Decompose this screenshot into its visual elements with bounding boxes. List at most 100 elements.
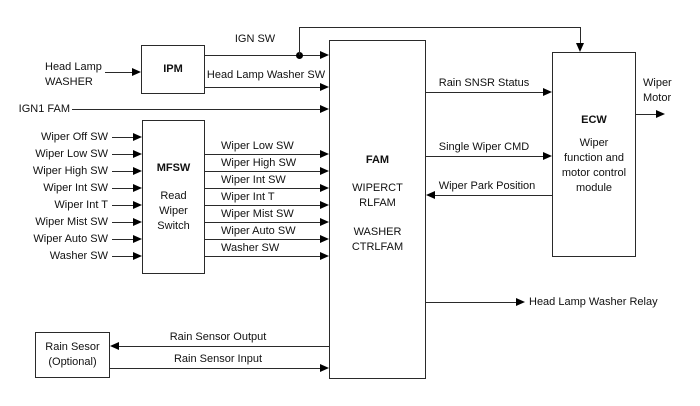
head-lamp-washer-line	[105, 72, 133, 73]
rain-sensor-line: (Optional)	[48, 356, 97, 368]
mfsw-input-label: Wiper Mist SW	[35, 216, 108, 228]
mfsw-output-label: Wiper Int SW	[221, 174, 286, 186]
mfsw-output-label: Wiper Auto SW	[221, 225, 296, 237]
head-lamp-washer-relay-label: Head Lamp Washer Relay	[529, 296, 658, 308]
mfsw-input-label: Wiper Int T	[54, 199, 108, 211]
arrow-down-icon	[576, 43, 584, 52]
arrow-right-icon	[133, 167, 142, 175]
arrow-right-icon	[543, 88, 552, 96]
ign1-fam-line	[72, 109, 320, 110]
arrow-right-icon	[320, 235, 329, 243]
ecw-desc-line: motor control	[561, 167, 627, 179]
fam-sub-line: RLFAM	[359, 197, 396, 209]
arrow-right-icon	[320, 51, 329, 59]
mfsw-output-line	[205, 188, 320, 189]
mfsw-input-line	[112, 205, 133, 206]
head-lamp-washer-input-label: Head Lamp WASHER	[45, 61, 102, 88]
mfsw-input-line	[112, 188, 133, 189]
mfsw-output-label: Wiper High SW	[221, 157, 297, 169]
wiper-motor-label: Wiper Motor	[643, 77, 672, 104]
mfsw-input-line	[112, 154, 133, 155]
wiper-motor-line	[636, 114, 656, 115]
single-wiper-cmd-label: Single Wiper CMD	[438, 141, 530, 153]
arrow-right-icon	[133, 184, 142, 192]
mfsw-desc-line: Read	[160, 189, 187, 202]
mfsw-input-line	[112, 239, 133, 240]
fam-block: FAM WIPERCT RLFAM WASHER CTRLFAM	[329, 40, 426, 379]
ecw-desc-line: module	[575, 182, 613, 194]
rain-sensor-line: Rain Sesor	[45, 341, 100, 353]
fam-title: FAM	[365, 154, 390, 166]
mfsw-output-line	[205, 256, 320, 257]
arrow-right-icon	[133, 235, 142, 243]
fam-sub-line: CTRLFAM	[351, 241, 404, 253]
arrow-left-icon	[110, 342, 119, 350]
mfsw-input-line	[112, 137, 133, 138]
mfsw-input-line	[112, 256, 133, 257]
ecw-desc-line: Wiper	[579, 137, 609, 149]
head-lamp-washer-sw-line	[205, 87, 320, 88]
rain-snsr-status-label: Rain SNSR Status	[438, 77, 530, 89]
arrow-right-icon	[132, 68, 141, 76]
ipm-block: IPM	[141, 45, 205, 94]
mfsw-input-label: Wiper High SW	[32, 165, 108, 177]
rain-sensor-input-label: Rain Sensor Input	[173, 353, 263, 365]
mfsw-block: MFSW Read Wiper Switch	[142, 120, 205, 274]
arrow-right-icon	[320, 364, 329, 372]
mfsw-output-line	[205, 239, 320, 240]
mfsw-input-label: Wiper Auto SW	[33, 233, 108, 245]
arrow-right-icon	[516, 298, 525, 306]
mfsw-output-line	[205, 154, 320, 155]
mfsw-desc-line: Switch	[157, 219, 190, 232]
rain-sensor-block: Rain Sesor (Optional)	[35, 332, 110, 378]
mfsw-output-line	[205, 205, 320, 206]
mfsw-output-label: Wiper Int T	[221, 191, 275, 203]
arrow-right-icon	[133, 252, 142, 260]
arrow-right-icon	[320, 184, 329, 192]
ign-sw-branch-vline	[299, 27, 300, 55]
ign-sw-branch-hline	[299, 27, 581, 28]
mfsw-output-line	[205, 222, 320, 223]
ign-sw-branch-drop	[580, 27, 581, 44]
mfsw-output-label: Washer SW	[221, 242, 280, 254]
arrow-right-icon	[320, 105, 329, 113]
ipm-title: IPM	[163, 63, 183, 75]
head-lamp-washer-relay-line	[426, 302, 516, 303]
arrow-right-icon	[320, 150, 329, 158]
ecw-title: ECW	[581, 114, 607, 126]
wiper-park-position-label: Wiper Park Position	[438, 180, 536, 192]
arrow-right-icon	[133, 218, 142, 226]
arrow-right-icon	[133, 201, 142, 209]
ecw-desc-line: function and	[564, 152, 624, 164]
arrow-right-icon	[320, 218, 329, 226]
junction-dot	[296, 52, 303, 59]
arrow-right-icon	[133, 133, 142, 141]
wiper-park-position-line	[435, 195, 552, 196]
arrow-right-icon	[320, 201, 329, 209]
arrow-left-icon	[426, 191, 435, 199]
mfsw-input-label: Wiper Low SW	[35, 148, 108, 160]
mfsw-title: MFSW	[156, 161, 191, 174]
mfsw-output-label: Wiper Mist SW	[221, 208, 294, 220]
ign-sw-line	[205, 55, 320, 56]
mfsw-output-label: Wiper Low SW	[221, 140, 294, 152]
mfsw-desc-line: Wiper	[159, 204, 188, 217]
ecw-block: ECW Wiper function and motor control mod…	[552, 52, 636, 257]
ign-sw-label: IGN SW	[234, 33, 276, 45]
arrow-right-icon	[320, 252, 329, 260]
arrow-right-icon	[656, 110, 665, 118]
arrow-right-icon	[320, 167, 329, 175]
head-lamp-washer-sw-label: Head Lamp Washer SW	[206, 69, 326, 81]
mfsw-output-line	[205, 171, 320, 172]
mfsw-input-line	[112, 171, 133, 172]
fam-sub-line: WIPERCT	[352, 182, 403, 194]
arrow-right-icon	[320, 83, 329, 91]
fam-sub-line: WASHER	[353, 226, 402, 238]
mfsw-input-label: Wiper Int SW	[43, 182, 108, 194]
rain-sensor-output-label: Rain Sensor Output	[169, 331, 267, 343]
mfsw-input-line	[112, 222, 133, 223]
arrow-right-icon	[543, 152, 552, 160]
rain-sensor-input-line	[110, 368, 320, 369]
single-wiper-cmd-line	[426, 156, 543, 157]
